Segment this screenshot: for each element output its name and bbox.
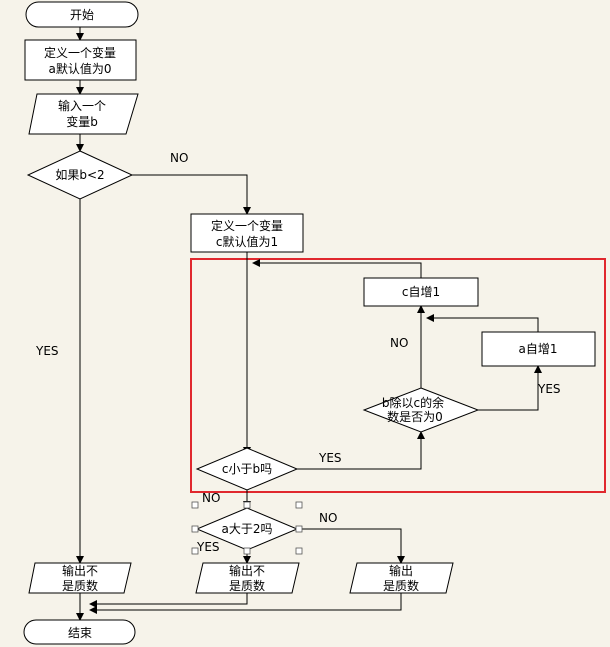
if-b-less-2-label: 如果b<2 xyxy=(55,167,104,182)
output-left-label-2: 是质数 xyxy=(62,578,98,593)
selection-handles[interactable] xyxy=(191,501,303,555)
connectors xyxy=(76,27,542,621)
a-increment-node[interactable]: a自增1 xyxy=(481,331,596,367)
a-increment-label: a自增1 xyxy=(519,342,558,356)
output-mid-label-1: 输出不 xyxy=(229,563,265,578)
output-right-label-1: 输出 xyxy=(389,563,413,578)
highlight-frame xyxy=(190,258,606,493)
output-mid-label-2: 是质数 xyxy=(229,578,265,593)
define-a-node[interactable]: 定义一个变量 a默认值为0 xyxy=(24,39,137,81)
start-label: 开始 xyxy=(70,8,94,22)
output-not-prime-left-node[interactable]: 输出不 是质数 xyxy=(28,562,132,594)
mod-check-label-2: 数是否为0 xyxy=(387,409,443,424)
if-b-less-2-node[interactable]: 如果b<2 xyxy=(26,150,134,200)
input-b-node[interactable]: 输入一个 变量b xyxy=(28,93,139,135)
define-c-label-2: c默认值为1 xyxy=(216,234,278,249)
define-c-node[interactable]: 定义一个变量 c默认值为1 xyxy=(190,213,304,253)
input-b-label-2: 变量b xyxy=(66,114,98,129)
c-increment-label: c自增1 xyxy=(402,285,440,299)
define-a-label-2: a默认值为0 xyxy=(49,61,112,76)
output-not-prime-mid-node[interactable]: 输出不 是质数 xyxy=(195,562,300,594)
mod-check-label-1: b除以c的余 xyxy=(382,395,444,410)
edge-label-yes-c: YES xyxy=(318,451,342,465)
end-label: 结束 xyxy=(68,626,92,640)
start-node[interactable]: 开始 xyxy=(25,1,139,28)
edge-label-no-mod: NO xyxy=(390,336,408,350)
c-increment-node[interactable]: c自增1 xyxy=(363,277,479,307)
edge-label-no-c: NO xyxy=(202,491,220,505)
edge-label-no-a: NO xyxy=(319,511,337,525)
end-node[interactable]: 结束 xyxy=(23,619,136,645)
output-left-label-1: 输出不 xyxy=(62,563,98,578)
mod-check-node[interactable]: b除以c的余 数是否为0 xyxy=(362,387,480,433)
input-b-label-1: 输入一个 xyxy=(58,98,106,113)
c-less-b-label: c小于b吗 xyxy=(222,462,272,476)
edge-label-yes-a: YES xyxy=(196,540,220,554)
edge-label-no-b: NO xyxy=(170,151,188,165)
edge-label-yes-mod: YES xyxy=(537,382,561,396)
a-greater-2-label: a大于2吗 xyxy=(222,522,273,536)
define-c-label-1: 定义一个变量 xyxy=(211,218,283,233)
output-right-label-2: 是质数 xyxy=(383,578,419,593)
a-greater-2-node[interactable]: a大于2吗 xyxy=(195,507,299,551)
c-less-b-node[interactable]: c小于b吗 xyxy=(195,447,299,491)
output-prime-right-node[interactable]: 输出 是质数 xyxy=(349,562,454,594)
edge-label-yes-b: YES xyxy=(35,344,59,358)
define-a-label-1: 定义一个变量 xyxy=(44,45,116,60)
